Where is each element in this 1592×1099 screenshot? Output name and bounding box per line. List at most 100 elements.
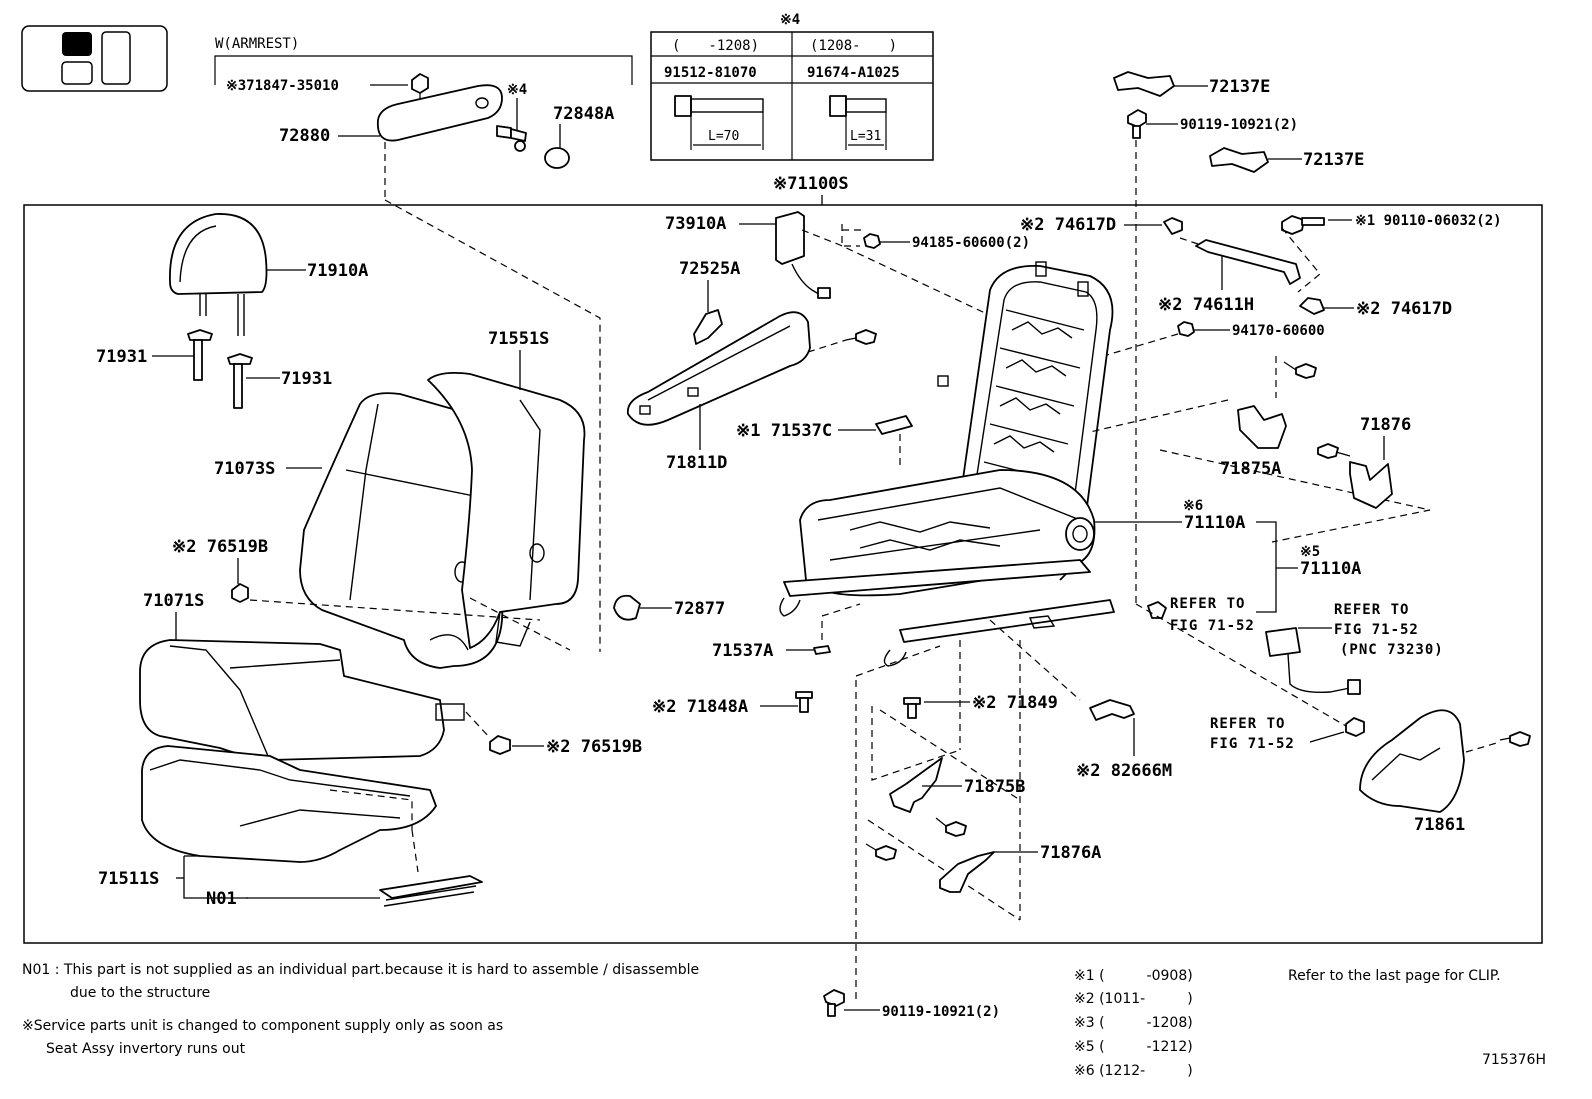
label-71876A: 71876A [1040,843,1101,863]
sub-box-col2-part: 91674-A1025 [807,65,900,81]
label-90119-10921-top: 90119-10921(2) [1180,117,1298,133]
long-bolt-part [674,95,764,150]
label-72880: 72880 [279,126,330,146]
label-71876: 71876 [1360,415,1411,435]
seatback-pad-part [427,371,586,649]
label-74611H: ※2 74611H [1158,295,1254,315]
legend-1: ※1 ( -0908) [1074,968,1193,984]
label-note-6: ※6 [1183,498,1203,514]
label-74617D-b: ※2 74617D [1356,299,1452,319]
screw-near-71811D [845,329,877,345]
screw-90119-bottom [823,989,845,1017]
legend-2: ※2 (1011- ) [1074,991,1193,1007]
label-371847-35010: ※371847-35010 [226,78,339,94]
bracket-82666M [1089,699,1135,721]
sensor-71537A [813,645,831,655]
clip-note: Refer to the last page for CLIP. [1288,968,1501,984]
nut-near-refer3 [1345,717,1365,737]
cap-74617D-b [1299,297,1325,315]
label-71537C: ※1 71537C [736,421,832,441]
label-71931-b: 71931 [281,369,332,389]
assembly-frame [23,204,1543,944]
headrest-guide-b [227,353,253,409]
label-71110A-b: 71110A [1300,559,1361,579]
armrest-bolt-part [496,125,527,152]
label-71100S: ※71100S [773,174,849,194]
label-71811D: 71811D [666,453,727,473]
label-94170-60600: 94170-60600 [1232,323,1325,339]
seat-belt-buckle-part [1265,627,1361,695]
refer2-line1: REFER TO [1334,602,1409,618]
armrest-part [376,84,503,142]
sub-box-col2-length: L=31 [850,129,881,144]
screw-near-71875B [935,817,967,837]
label-71931-a: 71931 [96,347,147,367]
seat-cushion-cover-71071S [139,639,465,761]
sub-box-col1-part: 91512-81070 [664,65,757,81]
screw-near-71876 [1317,443,1351,459]
short-bolt-part [829,95,887,150]
bracket-71875A [1237,405,1287,449]
bracket-72137E-top [1113,71,1175,97]
legend-5: ※5 ( -1212) [1074,1039,1193,1055]
cap-74617D-a [1163,217,1183,235]
label-74617D-a: ※2 74617D [1020,215,1116,235]
label-N01: N01 [206,889,237,909]
label-71910A: 71910A [307,261,368,281]
sub-box-col1-range: ( -1208) [672,38,759,54]
label-73910A: 73910A [665,214,726,234]
label-71073S: 71073S [214,459,275,479]
headrest-part [169,213,268,336]
bracket-71876A [939,851,995,893]
seat-track-cover-71811D [626,311,811,426]
side-cover-71861 [1359,709,1465,813]
refer3-line2: FIG 71-52 [1210,736,1295,752]
refer1-line2: FIG 71-52 [1170,618,1255,634]
side-shield-72525A [693,309,723,345]
label-72525A: 72525A [679,259,740,279]
label-71071S: 71071S [143,591,204,611]
label-94185-60600: 94185-60600(2) [912,235,1030,251]
label-71849: ※2 71849 [972,693,1058,713]
clip-71848A [795,691,813,713]
cap-72877 [613,594,641,621]
label-71511S: 71511S [98,869,159,889]
sub-box-header: ※4 [780,12,800,28]
clip-near-refer1 [1147,601,1167,619]
sensor-pad-N01 [379,875,483,907]
nut-94185 [863,233,881,249]
label-72137E-top: 72137E [1209,77,1270,97]
screw-76519B-a [231,583,249,603]
label-71110A-a: 71110A [1184,513,1245,533]
sub-box-col1-length: L=70 [708,129,739,144]
screw-near-71875A [1283,361,1317,379]
seat-frame-assembly [779,261,1115,667]
refer2-line2: FIG 71-52 [1334,622,1419,638]
note-n01-line2: due to the structure [70,985,210,1001]
seat-position-icon [21,25,168,92]
label-72137E-mid: 72137E [1303,150,1364,170]
label-72848A: 72848A [553,104,614,124]
screw-90119-top [1127,109,1147,139]
label-71875B: 71875B [964,777,1025,797]
legend-6: ※6 (1212- ) [1074,1063,1193,1079]
nut-94170 [1177,321,1195,337]
sensor-73910A [775,211,831,299]
refer2-line3: (PNC 73230) [1340,642,1444,658]
sensor-mat-71537C [875,415,913,435]
label-90110-06032: ※1 90110-06032(2) [1355,213,1502,229]
clip-71849 [903,697,921,719]
sub-box-col2-range: (1208- ) [810,38,897,54]
headrest-guide-a [187,329,213,381]
bracket-71876 [1349,461,1393,509]
screw-near-71861 [1499,731,1531,747]
label-71875A: 71875A [1220,459,1281,479]
screw-near-71876A [865,843,897,861]
label-90119-10921-bottom: 90119-10921(2) [882,1004,1000,1020]
note-service-line2: Seat Assy invertory runs out [46,1041,246,1057]
legend-3: ※3 ( -1208) [1074,1015,1193,1031]
sub-box-table [650,31,934,161]
armrest-header: W(ARMREST) [215,36,299,52]
label-71861: 71861 [1414,815,1465,835]
